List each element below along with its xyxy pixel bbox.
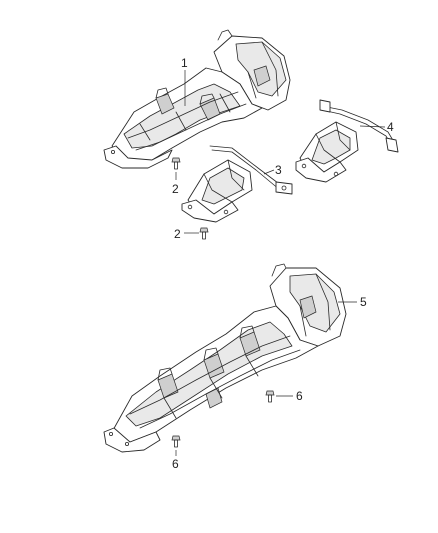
bolt-6-lower bbox=[171, 435, 181, 448]
skid-plate-lower bbox=[103, 263, 347, 453]
callout-1: 1 bbox=[181, 56, 188, 70]
bolt-2-upper bbox=[171, 157, 181, 170]
skid-plate-upper bbox=[103, 29, 291, 169]
callout-2-upper: 2 bbox=[172, 182, 179, 196]
bolt-2-lower bbox=[199, 227, 209, 240]
leader-4 bbox=[359, 125, 386, 128]
callout-5: 5 bbox=[360, 295, 367, 309]
bracket-3 bbox=[181, 145, 293, 223]
bracket-4 bbox=[295, 99, 399, 183]
leader-3 bbox=[263, 169, 275, 175]
bolt-6-right bbox=[265, 390, 275, 403]
callout-4: 4 bbox=[387, 120, 394, 134]
callout-6-lower: 6 bbox=[172, 457, 179, 471]
callout-6-right: 6 bbox=[296, 389, 303, 403]
callout-3: 3 bbox=[275, 163, 282, 177]
callout-2-lower: 2 bbox=[174, 227, 181, 241]
